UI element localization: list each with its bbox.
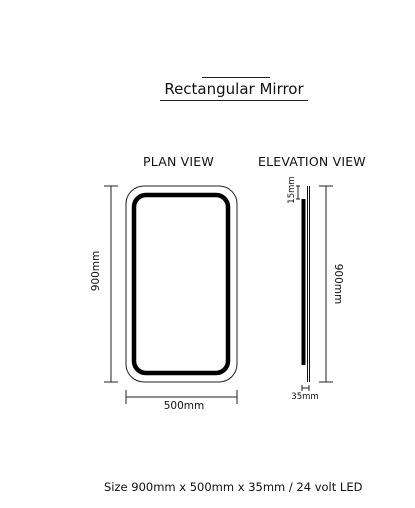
elevation-height-label: 900mm xyxy=(332,264,344,305)
mirror-outline xyxy=(125,185,238,383)
plan-view-mirror xyxy=(125,185,238,383)
title-rule-top xyxy=(202,77,270,78)
led-strip-band xyxy=(131,192,231,376)
plan-height-label: 900mm xyxy=(90,251,102,292)
elevation-depth-label: 35mm xyxy=(291,392,318,402)
wall-bracket xyxy=(301,199,306,365)
elevation-view-mirror xyxy=(301,186,310,382)
elevation-view-label: ELEVATION VIEW xyxy=(258,154,366,169)
elevation-top-label: 15mm xyxy=(287,176,297,203)
plan-width-label: 500mm xyxy=(164,400,205,412)
elevation-depth-dimension: 35mm xyxy=(291,385,319,402)
elevation-top-dimension: 15mm xyxy=(287,176,300,204)
plan-view-label: PLAN VIEW xyxy=(143,154,214,169)
drawing-title: Rectangular Mirror xyxy=(164,80,304,98)
plan-height-dimension: 900mm xyxy=(90,185,118,383)
elevation-height-dimension: 900mm xyxy=(319,185,344,383)
size-caption: Size 900mm x 500mm x 35mm / 24 volt LED xyxy=(104,480,363,494)
title-underline xyxy=(160,100,308,101)
plan-width-dimension: 500mm xyxy=(125,390,238,412)
